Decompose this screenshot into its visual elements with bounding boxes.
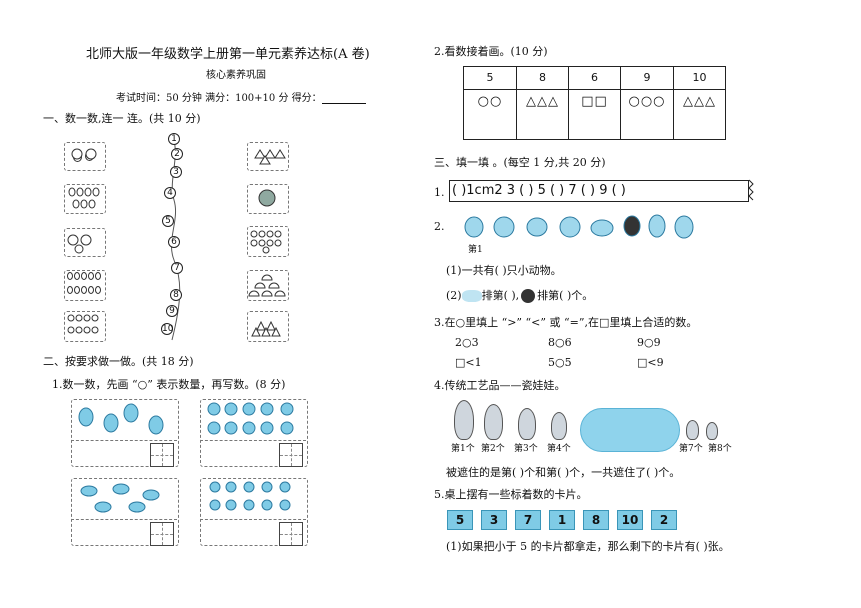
food-icons xyxy=(248,149,286,337)
picture-box-cake-5 xyxy=(247,311,289,342)
q2b-mid: 排第( ), xyxy=(481,289,520,302)
card-8: 8 xyxy=(583,510,609,530)
card-7: 7 xyxy=(515,510,541,530)
question-3-4-blank[interactable]: 被遮住的是第( )个和第( )个，一共遮住了( )个。 xyxy=(446,466,681,479)
answer-grid-seals[interactable] xyxy=(150,443,174,467)
doll-8 xyxy=(706,422,718,440)
number-node-1[interactable]: 1 xyxy=(168,133,180,145)
table-cell-5[interactable]: ○○ xyxy=(463,89,517,140)
panda-icon xyxy=(521,289,536,303)
number-node-6[interactable]: 6 xyxy=(168,236,180,248)
exam-info-text: 考试时间：50 分钟 满分：100+10 分 得分： xyxy=(116,93,322,104)
q2b-end: 排第( )个。 xyxy=(537,289,594,302)
table-cell-6[interactable]: □□ xyxy=(568,89,621,140)
table-cell-8[interactable]: △△△ xyxy=(516,89,569,140)
doll-label-8: 第8个 xyxy=(708,444,732,454)
question-2-1: 1.数一数，先画 “○” 表示数量，再写数。(8 分) xyxy=(52,378,286,391)
picture-box-fruit-2 xyxy=(64,142,106,171)
compare-2-3[interactable]: □<9 xyxy=(637,356,664,369)
question-3-5: 5.桌上摆有一些标着数的卡片。 xyxy=(434,488,588,501)
table-header-9: 9 xyxy=(620,66,674,90)
number-node-9[interactable]: 9 xyxy=(166,305,178,317)
doll-1 xyxy=(454,400,474,440)
animals-question-label: 2. xyxy=(434,220,445,233)
question-3-4: 4.传统工艺品——瓷娃娃。 xyxy=(434,379,566,392)
first-position-label: 第1 xyxy=(468,245,483,255)
doll-4 xyxy=(551,412,567,440)
ruler-text[interactable]: ( )1cm2 3 ( ) 5 ( ) 7 ( ) 9 ( ) xyxy=(452,183,626,198)
number-node-8[interactable]: 8 xyxy=(170,289,182,301)
number-node-2[interactable]: 2 xyxy=(171,148,183,160)
question-3-2-2: (2) 排第( ), 排第( )个。 xyxy=(446,287,593,303)
cloud-cover xyxy=(580,408,680,452)
card-1: 1 xyxy=(549,510,575,530)
card-2: 2 xyxy=(651,510,677,530)
number-node-3[interactable]: 3 xyxy=(170,166,182,178)
compare-1-3[interactable]: 9○9 xyxy=(637,336,661,349)
question-3-3: 3.在○里填上 “>” “<” 或 “=”,在□里填上合适的数。 xyxy=(434,316,698,329)
answer-grid-whales[interactable] xyxy=(150,522,174,546)
table-header-8: 8 xyxy=(516,66,569,90)
card-3: 3 xyxy=(481,510,507,530)
doll-label-2: 第2个 xyxy=(481,444,505,454)
doll-7 xyxy=(686,420,699,440)
doll-label-4: 第4个 xyxy=(547,444,571,454)
picture-box-pineapple-7 xyxy=(64,184,106,214)
table-cell-9[interactable]: ○○○ xyxy=(620,89,674,140)
animal-row-icons xyxy=(464,214,694,239)
doll-label-7: 第7个 xyxy=(679,444,703,454)
page-title: 北师大版一年级数学上册第一单元素养达标(A 卷) xyxy=(86,47,370,62)
table-header-10: 10 xyxy=(673,66,726,90)
number-node-4[interactable]: 4 xyxy=(164,187,176,199)
table-cell-10[interactable]: △△△ xyxy=(673,89,726,140)
compare-1-1[interactable]: 2○3 xyxy=(455,336,479,349)
table-header-6: 6 xyxy=(568,66,621,90)
q2b-prefix: (2) xyxy=(446,289,462,302)
question-3-2-1: (1)一共有( )只小动物。 xyxy=(446,264,562,277)
page-subtitle: 核心素养巩固 xyxy=(206,70,266,81)
compare-2-1[interactable]: □<1 xyxy=(455,356,482,369)
exam-info: 考试时间：50 分钟 满分：100+10 分 得分： xyxy=(116,89,366,104)
answer-grid-jellyfish[interactable] xyxy=(279,522,303,546)
card-5: 5 xyxy=(447,510,473,530)
score-blank[interactable] xyxy=(321,93,366,104)
compare-1-2[interactable]: 8○6 xyxy=(548,336,572,349)
doll-label-3: 第3个 xyxy=(514,444,538,454)
compare-2-2[interactable]: 5○5 xyxy=(548,356,572,369)
doll-label-1: 第1个 xyxy=(451,444,475,454)
doll-2 xyxy=(484,404,503,440)
ruler-torn-edge xyxy=(748,179,754,201)
question-3-5-1[interactable]: (1)如果把小于 5 的卡片都拿走，那么剩下的卡片有( )张。 xyxy=(446,540,730,553)
ruler: ( )1cm2 3 ( ) 5 ( ) 7 ( ) 9 ( ) xyxy=(449,180,749,202)
number-node-5[interactable]: 5 xyxy=(162,215,174,227)
card-10: 10 xyxy=(617,510,643,530)
number-node-7[interactable]: 7 xyxy=(171,262,183,274)
answer-grid-crabs[interactable] xyxy=(279,443,303,467)
number-node-10[interactable]: 10 xyxy=(161,323,174,335)
fruit-icons xyxy=(67,148,101,334)
ruler-question-label: 1. xyxy=(434,186,445,199)
section-3-heading: 三、填一填 。(每空 1 分,共 20 分) xyxy=(434,156,606,169)
cat-icon xyxy=(461,290,482,302)
question-1-2: 2.看数接着画。(10 分) xyxy=(434,45,548,58)
section-2-heading: 二、按要求做一做。(共 18 分) xyxy=(43,355,194,368)
doll-3 xyxy=(518,408,536,440)
sea-animal-icons xyxy=(78,402,294,513)
table-header-5: 5 xyxy=(463,66,517,90)
section-1-heading: 一、数一数,连一 连。(共 10 分) xyxy=(43,112,201,125)
